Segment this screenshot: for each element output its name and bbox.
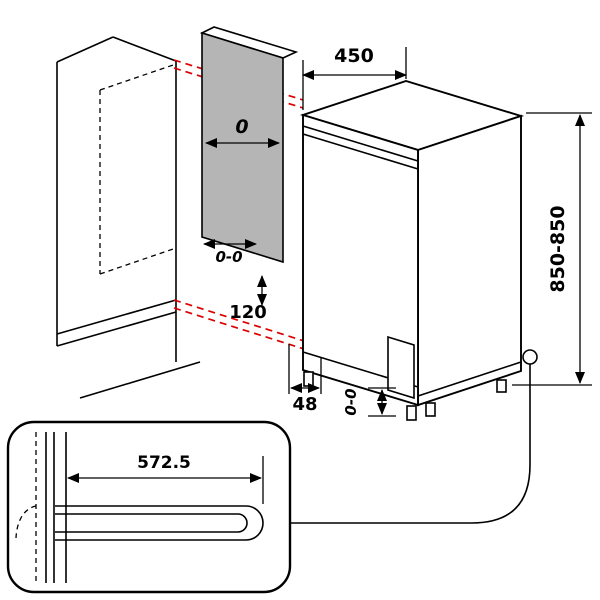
dishwasher-front-face [302,113,419,407]
dimension-plinth-height: 120 [229,275,267,323]
dimension-foot-adjust: 0-0 [342,387,396,417]
bottom-alignment-line-1 [173,299,321,347]
foot-front-right [406,405,417,421]
niche-hidden-edge-bottom [99,247,177,275]
foot-front-left [303,371,314,387]
detail-inset: 572.5 [6,420,292,594]
cabinet-outline [56,36,201,399]
dishwasher-right-face [417,114,522,407]
dimension-label-foot-adjust: 0-0 [342,388,360,415]
dimension-label-panel-clearance: 0 [235,116,248,138]
foot-side-front [425,402,436,417]
foot-side-back [496,379,507,393]
control-panel-line-2 [302,133,419,170]
dimension-label-height-range: 850-850 [547,205,569,292]
leader-reference-circle [522,349,538,365]
kick-plate [387,335,415,400]
decor-panel-front-face [201,31,284,264]
side-base-line [417,361,522,397]
dimension-label-panel-clearance-range: 0-0 [215,248,242,266]
decor-panel: 0 0-0 [199,26,299,266]
dimension-panel-clearance-range: 0-0 [203,239,257,266]
control-panel-line-1 [302,125,419,162]
cabinet-bottom-edge [56,299,177,335]
dimension-base-offset: 48 [288,344,322,415]
inset-plinth-outer [55,505,264,541]
dishwasher [299,80,525,421]
floor-edge [79,361,201,399]
inset-border [6,420,292,594]
niche-hidden-edge-top [99,63,177,91]
inset-plinth-inner [55,513,248,533]
bottom-alignment-line-2 [173,307,321,355]
dimension-label-base-offset: 48 [292,394,317,415]
dimension-label-top-width: 450 [334,45,374,67]
dimension-detail-depth: 572.5 [67,453,264,504]
dimension-label-detail-depth: 572.5 [137,453,191,473]
dimension-label-plinth-height: 120 [229,302,267,323]
dimension-panel-clearance: 0 [205,116,280,148]
leader-line [290,364,531,524]
detail-leader [290,349,538,524]
inset-hidden-curve [15,505,37,539]
dimension-height-range: 850-850 [512,112,592,386]
cabinet-top-front-edge [112,36,177,62]
dimension-top-width: 450 [302,45,407,110]
cabinet-base-edge [56,311,177,347]
cabinet-top-edge [56,36,114,63]
